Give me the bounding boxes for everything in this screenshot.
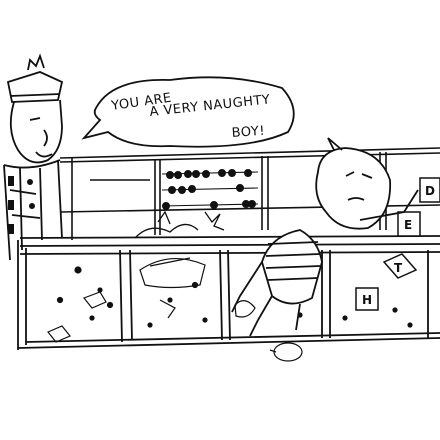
abacus [161,169,259,210]
block-t [382,253,418,279]
speech-line-3: BOY! [231,124,265,141]
block-d-letter: D [425,184,435,198]
block-h-letter: H [362,293,372,307]
officer-figure [3,53,64,261]
block-d [419,177,440,203]
toy-dragon [134,210,225,239]
toy-blocks [355,177,440,311]
officer-medals [8,176,35,234]
block-h [355,287,379,311]
block-e [397,211,421,237]
block-e-letter: E [404,218,412,232]
block-t-letter: T [394,261,403,275]
boy-figure [231,137,419,337]
counter [17,235,440,350]
speech-bubble [81,76,295,148]
